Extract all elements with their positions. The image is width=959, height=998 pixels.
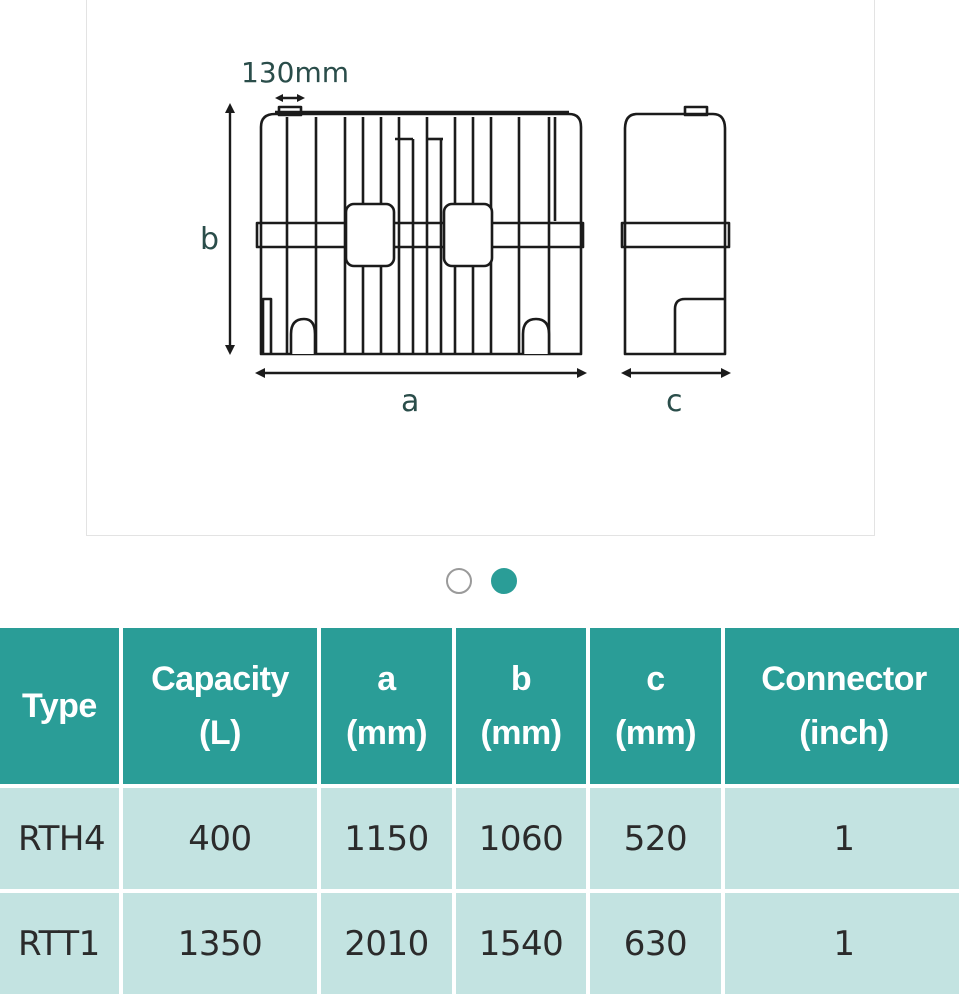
cell-type: RTH4 xyxy=(0,788,119,889)
dimension-b-label: b xyxy=(200,222,219,257)
table-header-row: Type Capacity(L) a(mm) b(mm) c(mm) Conne… xyxy=(0,628,959,784)
table-row: RTT1 1350 2010 1540 630 1 xyxy=(0,893,959,994)
cell-capacity: 400 xyxy=(123,788,317,889)
offset-dimension-label: 130mm xyxy=(241,56,349,89)
cell-c: 630 xyxy=(590,893,721,994)
cell-connector: 1 xyxy=(725,893,959,994)
cell-connector: 1 xyxy=(725,788,959,889)
table-row: RTH4 400 1150 1060 520 1 xyxy=(0,788,959,889)
cell-c: 520 xyxy=(590,788,721,889)
carousel-pagination xyxy=(0,568,959,598)
cell-b: 1540 xyxy=(456,893,586,994)
cell-a: 2010 xyxy=(321,893,452,994)
header-capacity: Capacity(L) xyxy=(123,628,317,784)
spec-table: Type Capacity(L) a(mm) b(mm) c(mm) Conne… xyxy=(0,624,959,998)
cell-b: 1060 xyxy=(456,788,586,889)
header-b: b(mm) xyxy=(456,628,586,784)
dimension-c-label: c xyxy=(666,384,683,419)
header-a: a(mm) xyxy=(321,628,452,784)
cell-capacity: 1350 xyxy=(123,893,317,994)
carousel-dot-1[interactable] xyxy=(445,568,472,594)
product-image-slide: 130mm b a c xyxy=(86,0,875,536)
carousel-dot-2[interactable] xyxy=(490,568,517,594)
tank-dimension-diagram: 130mm b a c xyxy=(200,56,731,419)
header-type: Type xyxy=(0,628,119,784)
cell-type: RTT1 xyxy=(0,893,119,994)
cell-a: 1150 xyxy=(321,788,452,889)
dimension-a-label: a xyxy=(401,384,419,419)
header-connector: Connector(inch) xyxy=(725,628,959,784)
header-c: c(mm) xyxy=(590,628,721,784)
